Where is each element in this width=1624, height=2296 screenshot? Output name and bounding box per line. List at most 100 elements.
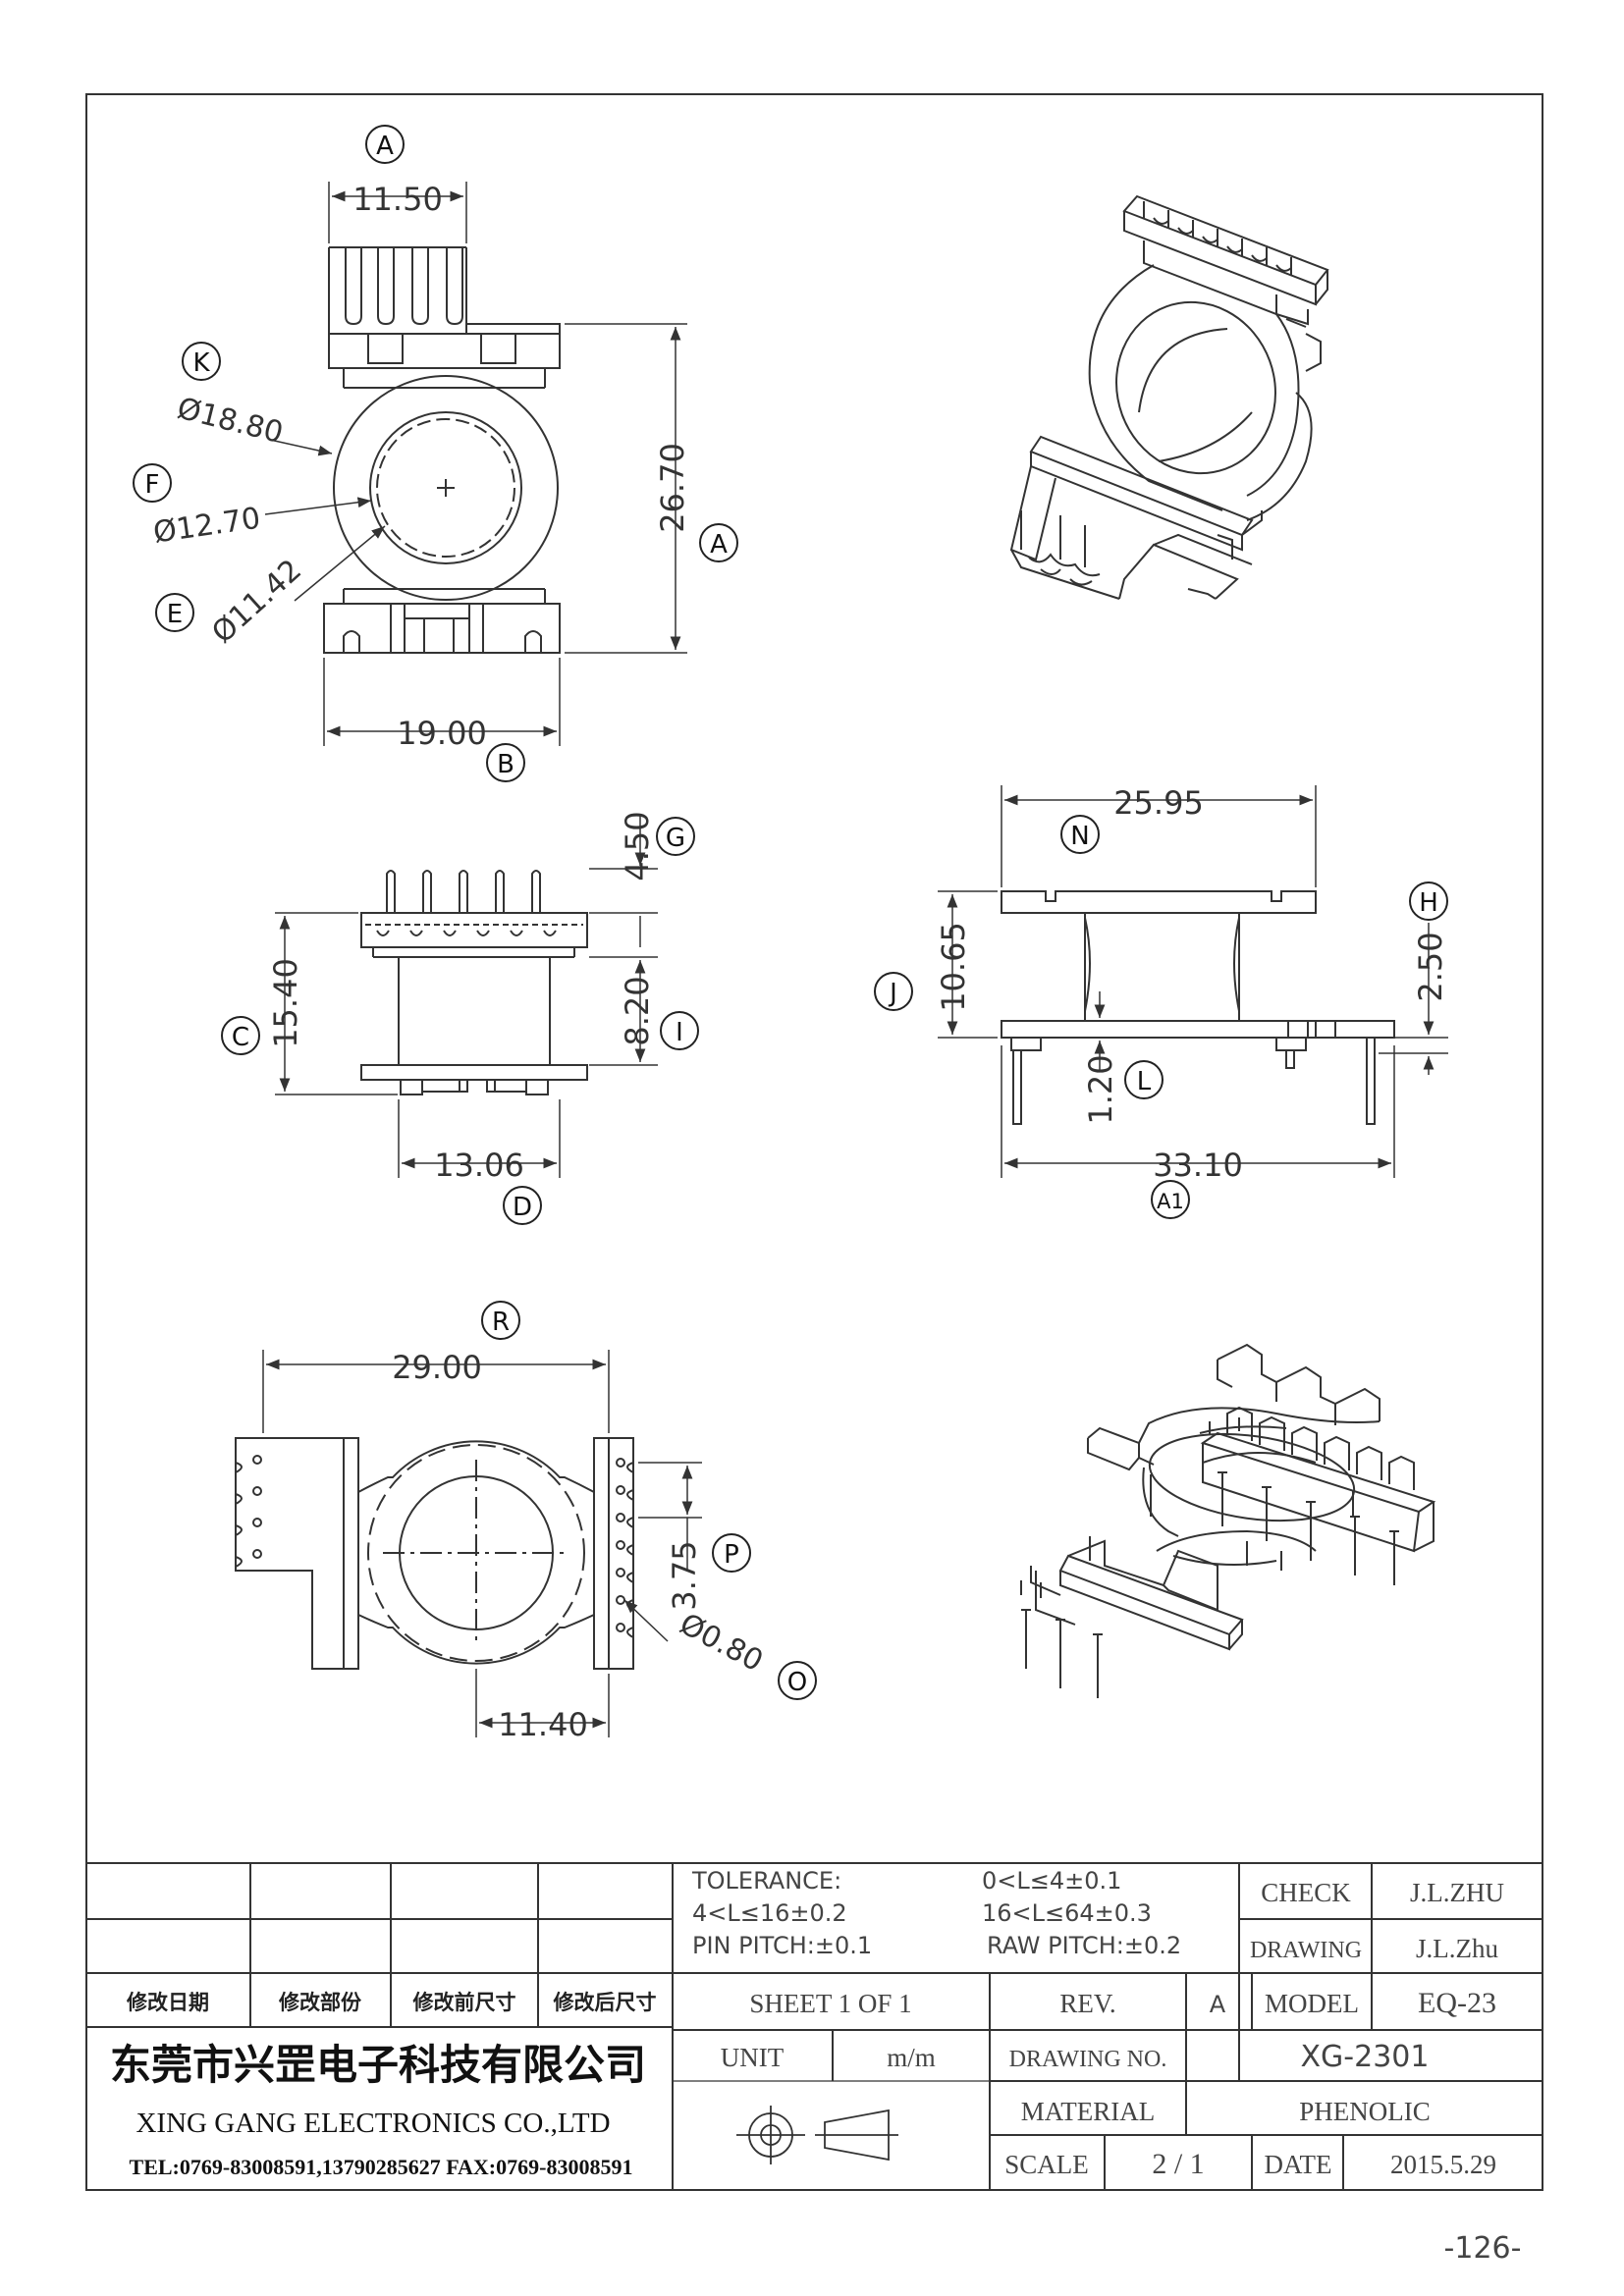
scale-value: 2 / 1 bbox=[1152, 2148, 1204, 2180]
material-value: PHENOLIC bbox=[1299, 2097, 1431, 2126]
top-view bbox=[323, 246, 561, 654]
svg-text:F: F bbox=[145, 470, 160, 500]
ref-circle-a1: A1 bbox=[1151, 1180, 1190, 1219]
ref-circle-r: R bbox=[481, 1301, 520, 1340]
side-view bbox=[360, 870, 588, 1095]
front-view bbox=[1001, 890, 1395, 1125]
dim-29-00: 29.00 bbox=[392, 1349, 482, 1386]
ref-circle-g: G bbox=[656, 817, 695, 856]
check-value: J.L.ZHU bbox=[1410, 1878, 1504, 1907]
ref-circle-e: E bbox=[155, 593, 194, 632]
dim-11-40: 11.40 bbox=[498, 1706, 588, 1743]
dim-3-75: 3.75 bbox=[666, 1540, 703, 1610]
date-label: DATE bbox=[1265, 2150, 1332, 2179]
svg-text:I: I bbox=[676, 1018, 683, 1047]
sheet-info: SHEET 1 OF 1 bbox=[749, 1989, 911, 2018]
rev-label: REV. bbox=[1059, 1989, 1115, 2018]
rev-header-part: 修改部份 bbox=[278, 1991, 362, 2014]
tolerance-range-2: 4<L≤16±0.2 bbox=[692, 1899, 847, 1927]
dim-1-20: 1.20 bbox=[1082, 1054, 1119, 1124]
pin-pitch: PIN PITCH:±0.1 bbox=[692, 1932, 872, 1959]
unit-value: m/m bbox=[887, 2043, 936, 2072]
dim-25-95: 25.95 bbox=[1113, 784, 1204, 822]
ref-circle-l: L bbox=[1124, 1060, 1164, 1099]
ref-circle-j: J bbox=[874, 972, 913, 1011]
ref-circle-f: F bbox=[133, 463, 172, 503]
dim-10-65: 10.65 bbox=[935, 922, 972, 1012]
ref-circle-h: H bbox=[1409, 881, 1448, 921]
ref-circle-i: I bbox=[660, 1011, 699, 1050]
rev-header-after: 修改后尺寸 bbox=[553, 1991, 657, 2014]
svg-text:L: L bbox=[1137, 1067, 1152, 1096]
drawing-value: J.L.Zhu bbox=[1416, 1934, 1498, 1963]
dim-19-00: 19.00 bbox=[397, 715, 487, 752]
date-value: 2015.5.29 bbox=[1390, 2150, 1496, 2179]
material-label: MATERIAL bbox=[1021, 2097, 1156, 2126]
dim-dia-18-80: Ø18.80 bbox=[174, 392, 287, 451]
svg-text:K: K bbox=[192, 348, 210, 378]
tolerance-label: TOLERANCE: bbox=[691, 1867, 841, 1895]
title-block-grid bbox=[86, 1862, 1543, 2190]
drawing-no-label: DRAWING NO. bbox=[1009, 2047, 1167, 2072]
model-label: MODEL bbox=[1265, 1989, 1359, 2018]
rev-header-before: 修改前尺寸 bbox=[412, 1991, 516, 2014]
dim-dia-12-70: Ø12.70 bbox=[151, 502, 262, 551]
svg-text:P: P bbox=[724, 1540, 739, 1570]
ref-circle-a-right: A bbox=[699, 523, 738, 562]
ref-circle-d: D bbox=[503, 1186, 542, 1225]
company-name-en: XING GANG ELECTRONICS CO.,LTD bbox=[135, 2108, 610, 2139]
svg-text:J: J bbox=[888, 979, 897, 1008]
tolerance-range-1: 0<L≤4±0.1 bbox=[982, 1867, 1121, 1895]
projection-symbol-icon bbox=[736, 2106, 898, 2164]
side-view-dimensions bbox=[275, 815, 658, 1178]
ref-circle-a-top: A bbox=[365, 125, 405, 164]
tolerance-range-3: 16<L≤64±0.3 bbox=[982, 1899, 1152, 1927]
ref-circle-o: O bbox=[778, 1661, 817, 1700]
dim-2-50: 2.50 bbox=[1412, 932, 1449, 1001]
bottom-view bbox=[235, 1437, 634, 1670]
ref-circle-c: C bbox=[221, 1016, 260, 1055]
raw-pitch: RAW PITCH:±0.2 bbox=[987, 1932, 1181, 1959]
rev-value: A bbox=[1210, 1991, 1226, 2018]
svg-text:O: O bbox=[787, 1668, 807, 1697]
scale-label: SCALE bbox=[1004, 2150, 1089, 2179]
ref-circle-p: P bbox=[712, 1533, 751, 1573]
svg-text:A: A bbox=[376, 132, 394, 161]
ref-circle-k: K bbox=[182, 342, 221, 381]
bottom-view-dimensions bbox=[262, 1350, 702, 1737]
svg-text:B: B bbox=[497, 750, 514, 779]
company-name-cn: 东莞市兴罡电子科技有限公司 bbox=[110, 2041, 646, 2089]
svg-text:H: H bbox=[1419, 888, 1438, 918]
company-contact: TEL:0769-83008591,13790285627 FAX:0769-8… bbox=[130, 2155, 633, 2179]
unit-label: UNIT bbox=[721, 2043, 785, 2072]
ref-circle-n: N bbox=[1060, 815, 1100, 854]
drawing-no-value: XG-2301 bbox=[1301, 2040, 1430, 2074]
svg-text:C: C bbox=[232, 1023, 249, 1052]
dim-11-50: 11.50 bbox=[352, 181, 443, 218]
dim-4-50: 4.50 bbox=[619, 811, 656, 881]
drawing-frame bbox=[85, 93, 1543, 2191]
svg-text:A: A bbox=[710, 530, 728, 560]
dim-dia-0-80: Ø0.80 bbox=[674, 1607, 768, 1679]
svg-text:E: E bbox=[167, 600, 183, 629]
svg-text:A1: A1 bbox=[1157, 1190, 1184, 1213]
front-view-dimensions bbox=[938, 785, 1448, 1178]
svg-text:G: G bbox=[666, 824, 685, 853]
dim-33-10: 33.10 bbox=[1153, 1147, 1243, 1184]
page-number: -126- bbox=[1444, 2231, 1522, 2266]
ref-circle-b: B bbox=[486, 743, 525, 782]
dim-8-20: 8.20 bbox=[619, 976, 656, 1045]
svg-text:R: R bbox=[492, 1308, 510, 1337]
isometric-view-top bbox=[1009, 194, 1329, 600]
svg-text:N: N bbox=[1070, 822, 1089, 851]
rev-header-date: 修改日期 bbox=[126, 1991, 209, 2014]
dim-13-06: 13.06 bbox=[434, 1147, 524, 1184]
dim-15-40: 15.40 bbox=[267, 958, 304, 1048]
drawing-label: DRAWING bbox=[1250, 1938, 1362, 1963]
isometric-view-bottom bbox=[1020, 1343, 1436, 1698]
dim-dia-11-42: Ø11.42 bbox=[205, 553, 308, 650]
check-label: CHECK bbox=[1261, 1878, 1351, 1907]
dim-26-70: 26.70 bbox=[654, 443, 691, 533]
model-value: EQ-23 bbox=[1418, 1987, 1496, 2019]
